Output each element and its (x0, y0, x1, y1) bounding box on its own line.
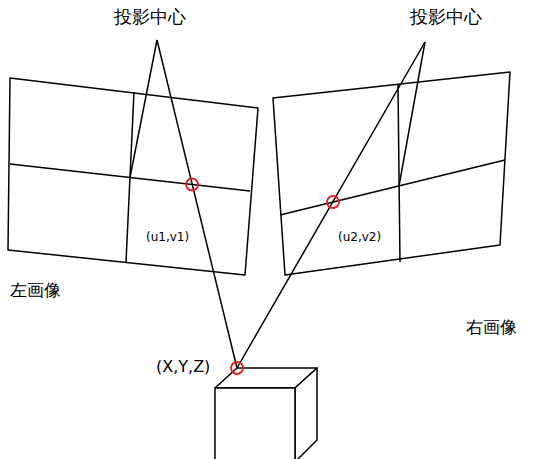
cube-front (215, 388, 295, 459)
projection-ray (157, 40, 237, 368)
projection-ray (237, 42, 425, 368)
projection-center-label: 投影中心 (410, 7, 482, 28)
image-axis (398, 85, 400, 262)
image-point-marker (327, 196, 339, 208)
image-name-label: 右画像 (466, 318, 517, 338)
image-axis (280, 160, 505, 215)
image-name-label: 左画像 (10, 281, 61, 301)
image-point-label: (u1,v1) (146, 231, 189, 245)
cube-side (295, 368, 317, 459)
image-point-label: (u2,v2) (338, 231, 381, 245)
projection-center-label: 投影中心 (114, 7, 186, 28)
world-point-marker (231, 362, 243, 374)
left-image-plane (8, 78, 258, 275)
optical-axis (130, 40, 157, 178)
image-point-marker (186, 179, 198, 191)
world-point-label: (X,Y,Z) (156, 358, 210, 376)
